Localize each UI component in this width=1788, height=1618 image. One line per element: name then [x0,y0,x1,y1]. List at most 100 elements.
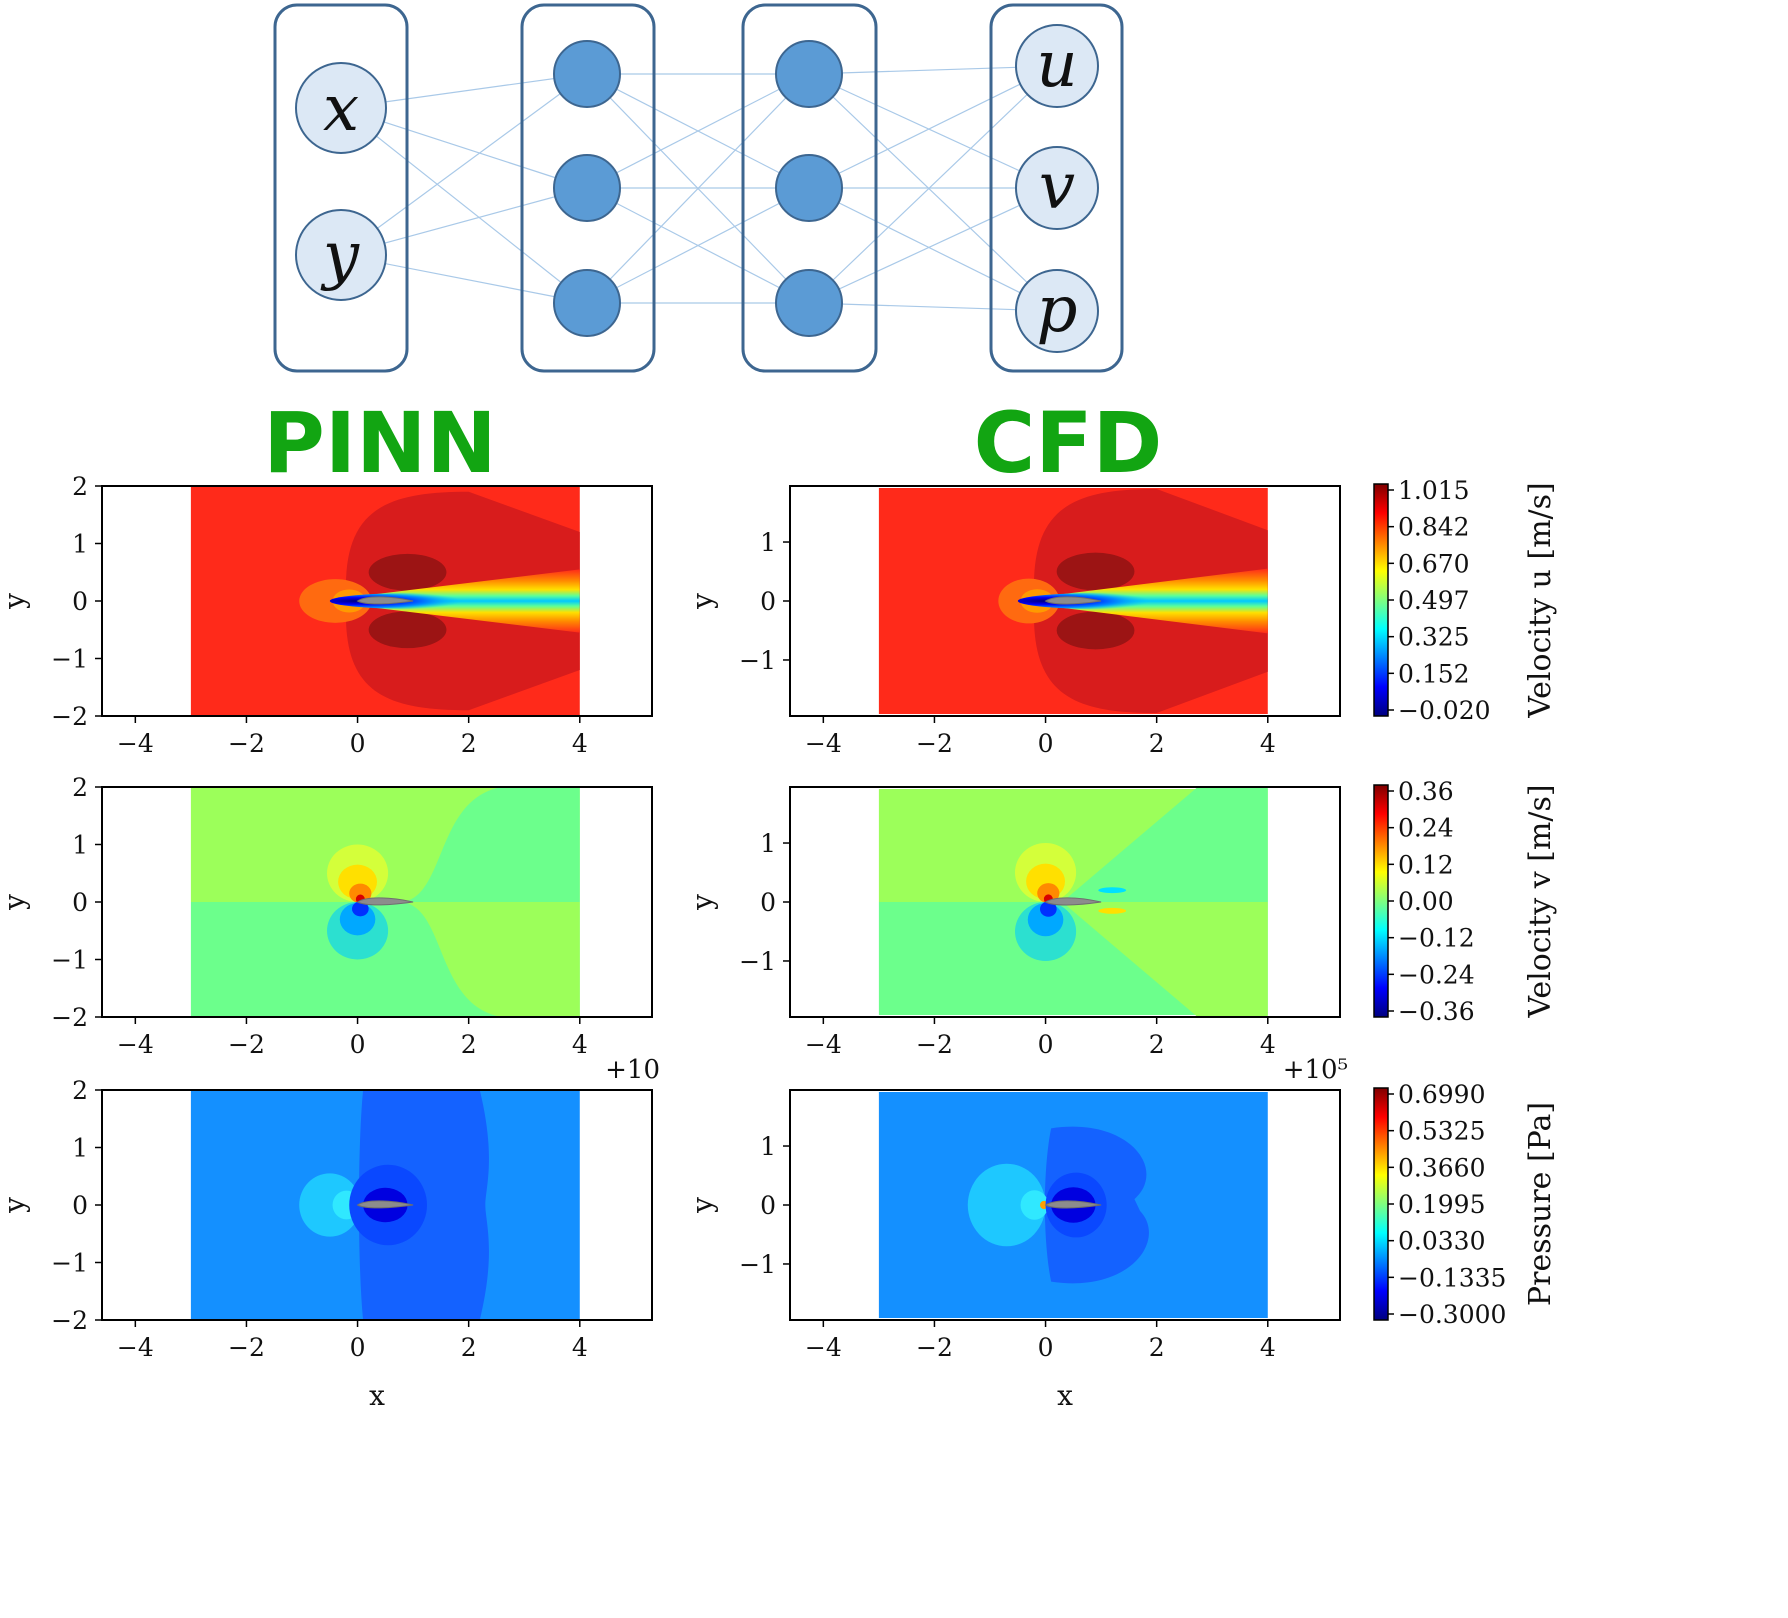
y-tick-label: 0 [72,587,88,616]
output-node-u [1015,24,1099,108]
y-tick-label: −2 [51,1306,88,1335]
y-tick-label: 0 [760,1191,776,1220]
y-axis-label: y [686,1197,719,1214]
x-tick-label: 0 [1038,1030,1054,1059]
y-tick-label: 1 [760,528,776,557]
hidden-layer-2-box [741,3,878,373]
panel-field [878,787,1268,1017]
x-tick-label: 2 [1149,1333,1165,1362]
y-axis-label: y [0,894,31,911]
colorbar-label: Pressure [Pa] [1523,1102,1558,1306]
network-edge [808,73,1058,312]
airfoil [1044,1200,1102,1209]
y-tick-label: 1 [72,1134,88,1163]
u-velocity-deficit [1017,592,1196,610]
colorbar-tick-label: −0.24 [1398,960,1475,989]
y-tick-label: 2 [72,472,88,501]
p-stagnation-outer [299,1173,361,1237]
output-node-label: p [1037,273,1078,347]
colorbar-tick-label: 0.0330 [1398,1227,1485,1256]
x-tick-label: 4 [1260,1333,1276,1362]
x-tick-label: 2 [461,1333,477,1362]
input-node-label: x [323,72,359,146]
x-tick-label: −2 [228,729,265,758]
v-wake-blob-upper [1098,887,1127,894]
panel-field [878,488,1268,714]
hidden-node [775,154,843,222]
x-axis-label-right: x [1057,1379,1073,1412]
x-tick-label: 0 [350,1333,366,1362]
colorbar-tick-label: 0.00 [1398,887,1454,916]
panel-field [878,1092,1268,1318]
colorbar-tick-label: 0.1995 [1398,1190,1485,1219]
colorbar-tick-label: 0.36 [1398,777,1454,806]
x-tick-label: 0 [350,1030,366,1059]
x-tick-label: −2 [916,729,953,758]
v-upwash-inner [1037,883,1060,904]
x-tick-label: −4 [117,1030,154,1059]
network-edge [808,187,1058,304]
network-edge [808,187,1058,312]
panel-field [190,1090,580,1320]
x-tick-label: 4 [572,729,588,758]
y-tick-label: −2 [51,1003,88,1032]
colorbar-p [1373,1087,1389,1321]
network-edge [586,187,810,304]
x-tick-label: −2 [916,1030,953,1059]
y-tick-label: 1 [760,829,776,858]
hidden-node [553,40,621,108]
output-node-label: u [1036,28,1077,102]
input-node-x [295,62,387,154]
network-edge [340,107,588,304]
v-downwash-core [352,901,369,917]
x-tick-label: 4 [1260,1030,1276,1059]
input-layer-box [273,3,409,373]
x-tick-label: 4 [572,1030,588,1059]
y-tick-label: 1 [72,530,88,559]
x-tick-label: 0 [1038,729,1054,758]
colorbar-tick-label: 0.3660 [1398,1153,1485,1182]
hidden-node [553,269,621,337]
y-tick-label: 0 [760,587,776,616]
u-dark-lobe-lower [368,611,447,649]
y-axis-label: y [0,1197,31,1214]
y-tick-label: −1 [739,947,776,976]
v-upwash-inner [349,883,372,904]
offset-label: +10 [605,1055,660,1085]
v-upper-wake-region [1062,787,1268,902]
colorbar-tick-label: 0.842 [1398,513,1470,542]
y-tick-label: −2 [51,702,88,731]
y-tick-label: −1 [51,645,88,674]
network-edge [808,65,1058,304]
airfoil [356,596,414,605]
y-tick-label: 2 [72,1076,88,1105]
network-edges [340,65,1058,312]
network-edge [808,73,1058,189]
x-tick-label: 2 [461,729,477,758]
v-lower-wake-region [402,902,580,1017]
offset-label: +10⁵ [1283,1055,1348,1085]
x-tick-label: 2 [1149,1030,1165,1059]
network-edge [340,73,588,256]
colorbar-tick-label: −0.020 [1398,696,1491,725]
v-wake-blob-lower [1098,907,1127,914]
x-tick-label: −4 [117,729,154,758]
v-downwash-core [1040,901,1057,917]
x-axis-label-left: x [369,1379,385,1412]
y-tick-label: 1 [72,831,88,860]
y-tick-label: 0 [72,1191,88,1220]
x-tick-label: −2 [916,1333,953,1362]
airfoil [1044,897,1102,906]
y-axis-label: y [686,894,719,911]
colorbar-tick-label: −0.36 [1398,997,1475,1026]
colorbar-tick-label: 0.12 [1398,850,1454,879]
y-tick-label: −1 [51,1249,88,1278]
hidden-node [775,269,843,337]
y-tick-label: 2 [72,773,88,802]
